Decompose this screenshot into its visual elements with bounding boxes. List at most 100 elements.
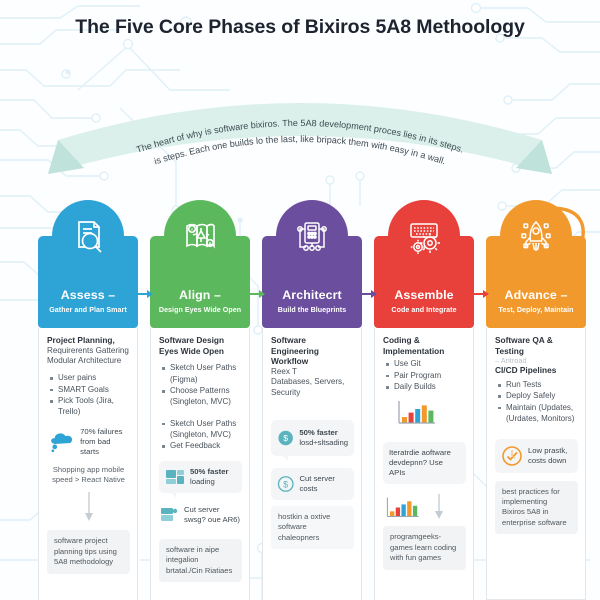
document-magnifier-icon xyxy=(52,200,124,272)
stat-sub: from bad starts xyxy=(80,436,111,456)
phase-name-assemble: Assemble xyxy=(394,288,454,302)
phase-name-align: Align – xyxy=(178,288,221,302)
phase-subtitle-advance: Test, Deploy, Maintain xyxy=(498,306,574,314)
svg-text:$: $ xyxy=(283,479,288,489)
phase-column-assess: Assess – Gather and Plan Smart Project P… xyxy=(38,200,153,600)
svg-text:B: B xyxy=(209,241,212,246)
list-item: Pick Tools (Jira, Trello) xyxy=(49,395,130,418)
phase-subtitle-assess: Gather and Plan Smart xyxy=(49,306,127,314)
body-heading: Software QA & Testing xyxy=(495,335,553,356)
phase-note: Shopping app mobile speed > React Native xyxy=(52,464,125,485)
footer-card: hostkin a oxtive software chaleopners xyxy=(271,505,354,550)
curved-banner: The heart of why is software bixiros. Th… xyxy=(40,92,560,187)
stat-card-assemble: Iteratrdie aoftware devdepnn? Use APIs xyxy=(383,442,466,485)
phase-body-assemble: Coding & Implementation Use Git Pair Pro… xyxy=(374,328,474,600)
chart-and-arrow-row xyxy=(383,494,466,520)
phase-column-advance: Advance – Test, Deploy, Maintain Softwar… xyxy=(486,200,586,600)
list-item: Deploy Safely xyxy=(497,390,578,401)
rocket-icon xyxy=(500,200,572,272)
stat-bold: 50% faster xyxy=(190,466,229,476)
phase-column-align: A B Align – Design Eyes Wide Open Softwa… xyxy=(150,200,265,600)
cloud-icon xyxy=(51,433,73,452)
phase-header-assemble[interactable]: Assemble Code and Integrate xyxy=(374,200,474,328)
bullet-list: Sketch User Paths (Figma) Choose Pattern… xyxy=(161,362,242,407)
phase-subtitle-architect: Build the Blueprints xyxy=(277,306,347,314)
keyboard-gears-icon xyxy=(388,200,460,272)
bullet-list: Use Git Pair Program Daily Builds xyxy=(385,358,466,392)
body-heading-2: CI/CD Pipelines xyxy=(495,365,557,376)
stat-bold: Low prastk, xyxy=(528,445,568,455)
bullet-list: User pains SMART Goals Pick Tools (Jira,… xyxy=(49,372,130,417)
stat-bold: 70% failures xyxy=(80,426,123,436)
stat-text: Iteratrdie aoftware devdepnn? Use APIs xyxy=(389,448,451,478)
svg-text:A: A xyxy=(191,227,194,232)
phase-header-advance[interactable]: Advance – Test, Deploy, Maintain xyxy=(486,200,586,328)
page-title: The Five Core Phases of Bixiros 5A8 Meth… xyxy=(75,16,525,38)
stat-bold: 50% faster xyxy=(299,427,338,437)
down-arrow-icon xyxy=(435,494,443,520)
phase-name-assess: Assess – xyxy=(60,288,116,302)
stat-text: Cut server swsg? oue AR6) xyxy=(184,505,240,525)
bar-chart-icon-2 xyxy=(386,497,419,518)
list-item: Get Feedback xyxy=(161,440,242,451)
phase-body-advance: Software QA & Testing – Antroad CI/CD Pi… xyxy=(486,328,586,600)
phase-body-assess: Project Planning, Requirerents Gattering… xyxy=(38,328,138,600)
phase-columns: Assess – Gather and Plan Smart Project P… xyxy=(0,200,600,600)
stat-sub: costs down xyxy=(528,455,567,465)
list-item: Pair Program xyxy=(385,370,466,381)
phase-body-architect: Software Engineering Workflow Reex T Dat… xyxy=(262,328,362,600)
body-faint-text: – Antroad xyxy=(495,356,527,366)
stat-bold: Cut server xyxy=(184,504,220,514)
bullet-list-2: Sketch User Paths (Singleton, MVC) Get F… xyxy=(161,418,242,452)
list-item: User pains xyxy=(49,372,130,383)
footer-card: best practices for implementing Bixiros … xyxy=(495,480,578,535)
phase-name-architect: Architecrt xyxy=(282,288,342,302)
phase-subtitle-align: Design Eyes Wide Open xyxy=(158,306,242,314)
list-item: Daily Builds xyxy=(385,381,466,392)
phase-header-architect[interactable]: Architecrt Build the Blueprints xyxy=(262,200,362,328)
list-item: Maintain (Updates, (Urdates, Monitors) xyxy=(497,402,578,425)
connector-arrow-3 xyxy=(362,290,377,298)
stat-text: 70% failures from bad starts xyxy=(80,427,130,457)
network-node-icon xyxy=(276,200,348,272)
phase-header-assess[interactable]: Assess – Gather and Plan Smart xyxy=(38,200,138,328)
stat-text: Low prastk, costs down xyxy=(528,446,567,466)
phase-column-architect: Architecrt Build the Blueprints Software… xyxy=(262,200,377,600)
body-subtext: Requirerents Gattering Modular Architect… xyxy=(47,345,129,365)
dollar-circle-icon: $ xyxy=(277,476,294,492)
body-heading: Coding & Implementation xyxy=(383,335,445,356)
stat-card-architect-1: $ 50% faster losd÷sltsading xyxy=(271,419,354,461)
body-heading: Software Design Eyes Wide Open xyxy=(159,335,225,356)
phase-subtitle-assemble: Code and Integrate xyxy=(391,306,457,314)
stat-sub: loading xyxy=(190,476,215,486)
stat-cloud-assess: 70% failures from bad starts xyxy=(47,427,130,457)
stat-text: 50% faster losd÷sltsading xyxy=(299,428,348,448)
clock-check-icon xyxy=(502,445,522,466)
down-arrow-icon xyxy=(84,492,93,522)
stat-card-align-1: 50% faster loading xyxy=(159,460,242,498)
phase-column-assemble: Assemble Code and Integrate Coding & Imp… xyxy=(374,200,489,600)
server-icon xyxy=(161,507,178,521)
stat-sub: swsg? oue AR6) xyxy=(184,514,240,524)
stat-text: 50% faster loading xyxy=(190,467,228,487)
list-item: Choose Patterns (Singleton, MVC) xyxy=(161,385,242,408)
footer-card: software in aipe integalion brtatal./Cin… xyxy=(159,538,242,583)
connector-arrow-4 xyxy=(474,290,489,298)
body-subtext: Reex T Databases, Servers, Security xyxy=(271,366,345,397)
list-item: Sketch User Paths (Singleton, MVC) xyxy=(161,418,242,441)
monitor-icon xyxy=(166,469,184,484)
list-item: Run Tests xyxy=(497,379,578,390)
phase-name-advance: Advance – xyxy=(504,288,568,302)
phase-header-align[interactable]: A B Align – Design Eyes Wide Open xyxy=(150,200,250,328)
footer-card: programgeeks-games learn coding with fun… xyxy=(383,526,466,570)
list-item: Use Git xyxy=(385,358,466,369)
stat-card-architect-2: $ Cut server costs xyxy=(271,467,354,500)
list-item: Sketch User Paths (Figma) xyxy=(161,362,242,385)
footer-card: software project planning tips using 5A8… xyxy=(47,530,130,574)
connector-arrow-1 xyxy=(138,290,153,298)
bar-chart-icon xyxy=(398,401,435,424)
body-heading: Project Planning, xyxy=(47,335,115,345)
bullet-list: Run Tests Deploy Safely Maintain (Update… xyxy=(497,379,578,424)
stat-text: Cut server costs xyxy=(299,473,335,493)
